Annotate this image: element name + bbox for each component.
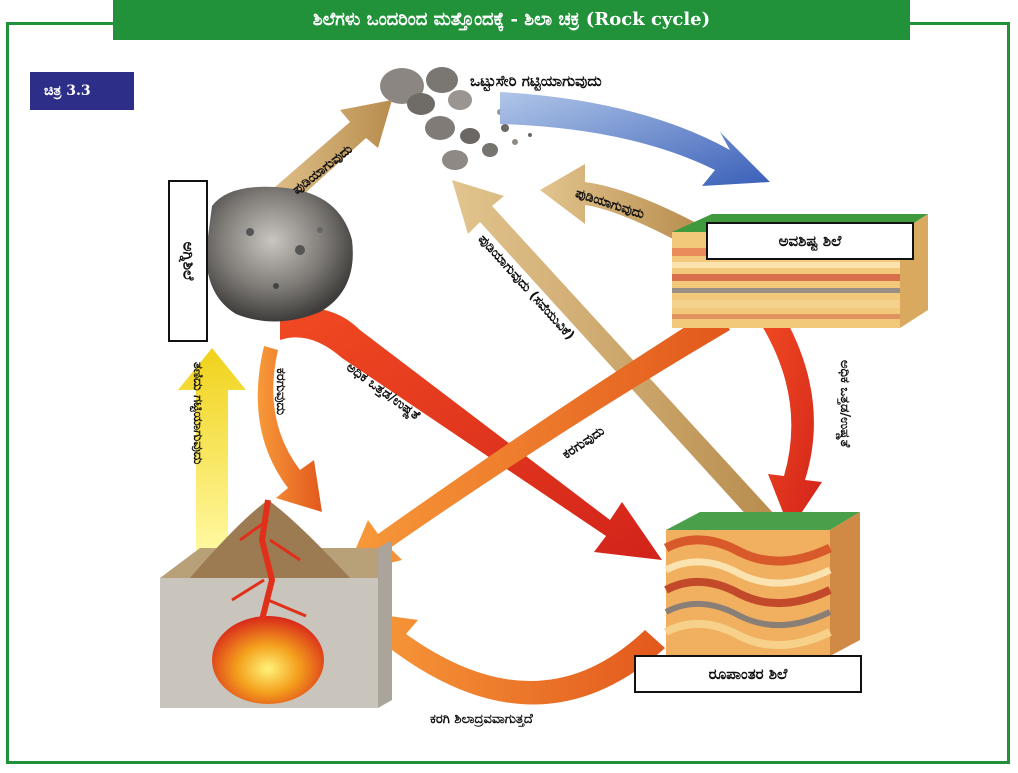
- arrow-heat-pressure-sedimentary: [762, 318, 822, 530]
- metamorphic-rock-image: [663, 512, 860, 656]
- arrow-heat-pressure-igneous: [280, 307, 662, 560]
- sedimentary-rock-text: ಅವಶಿಷ್ಟ ಶಿಲೆ: [778, 232, 842, 250]
- label-sedimentary-rock: ಅವಶಿಷ್ಟ ಶಿಲೆ: [706, 222, 914, 260]
- igneous-rock-image: [206, 186, 353, 322]
- volcano-image: [160, 499, 392, 708]
- text-melt-magma: ಕರಗಿ ಶಿಲಾದ್ರವವಾಗುತ್ತದೆ: [430, 712, 533, 727]
- arrow-melt-magma: [360, 612, 665, 705]
- arrow-weathering-metamorphic: [452, 180, 775, 530]
- text-melting-1: ಕರಗುವುದು: [273, 368, 288, 416]
- label-igneous-rock: ಅಗ್ನಿಶಿಲೆ: [168, 180, 208, 342]
- arrow-cooling: [178, 348, 246, 550]
- arrow-melting-sedimentary: [345, 308, 730, 574]
- label-compaction: ಒಟ್ಟುಸೇರಿ ಗಟ್ಟಿಯಾಗುವುದು: [470, 72, 602, 90]
- metamorphic-rock-text: ರೂಪಾಂತರ ಶಿಲೆ: [708, 665, 788, 683]
- igneous-rock-text: ಅಗ್ನಿಶಿಲೆ: [179, 241, 197, 281]
- sediment-particles: [380, 67, 532, 170]
- arrow-deposition: [500, 92, 770, 186]
- figure-tag: ಚಿತ್ರ 3.3: [30, 72, 134, 110]
- text-cooling: ತಣಿದು ಗಟ್ಟಿಯಾಗುವುದು: [190, 362, 205, 465]
- arrow-melting-igneous: [257, 346, 322, 512]
- page-title: ಶಿಲೆಗಳು ಒಂದರಿಂದ ಮತ್ತೊಂದಕ್ಕೆ - ಶಿಲಾ ಚಕ್ರ …: [113, 0, 910, 40]
- label-metamorphic-rock: ರೂಪಾಂತರ ಶಿಲೆ: [634, 655, 862, 693]
- text-heat-pressure-2: ಅಧಿಕ ಒತ್ತಡ/ಉಷ್ಣತೆ: [837, 360, 852, 448]
- arrow-weathering-sedimentary: [540, 164, 700, 248]
- arrow-weathering-igneous: [260, 100, 392, 214]
